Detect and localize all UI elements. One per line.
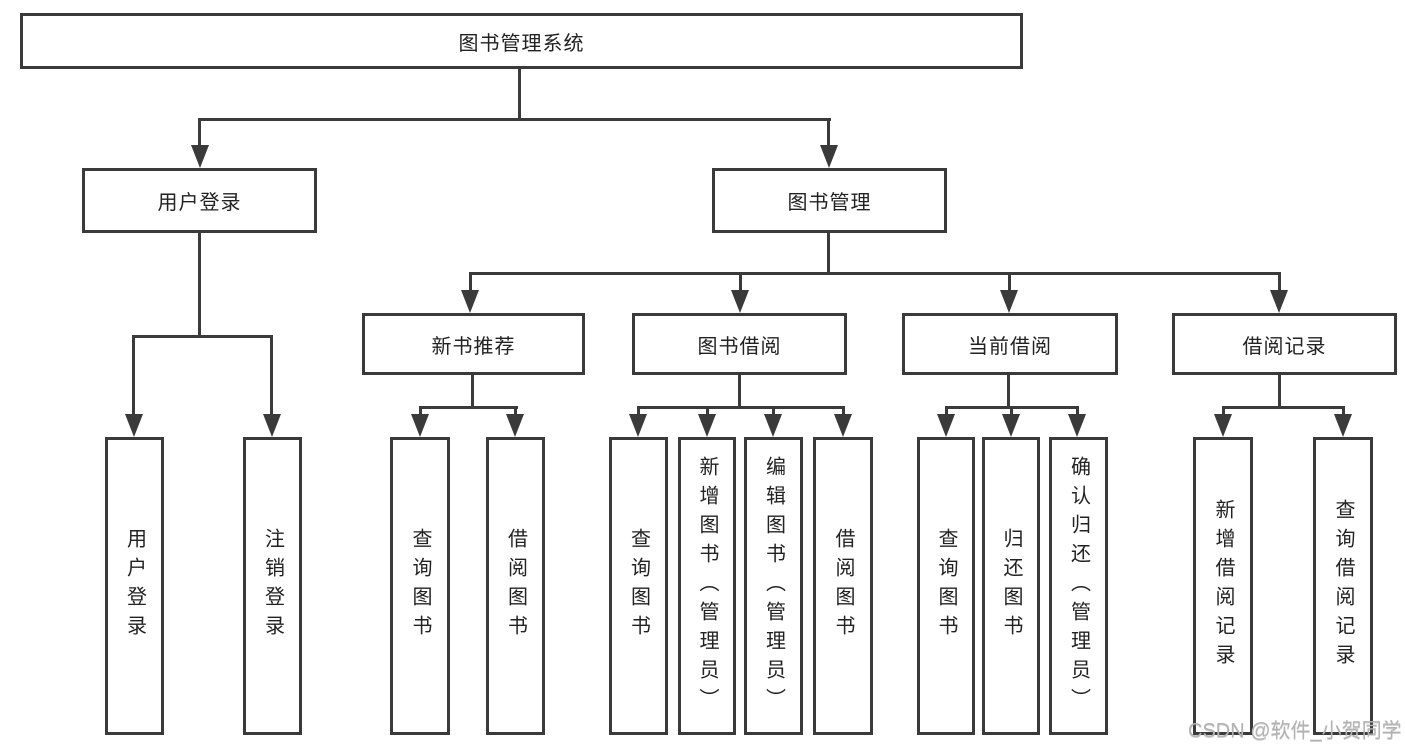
leaf-label: 查询图书 (627, 528, 650, 644)
node-label: 新书推荐 (431, 335, 516, 358)
connector-drop-new-book (469, 272, 472, 294)
leaf-borrowing-add-books-admin: 新增图书（管理员） (678, 437, 736, 735)
leaf-label: 确认归还（管理员） (1067, 455, 1090, 717)
leaf-borrowing-edit-books-admin: 编辑图书（管理员） (744, 437, 803, 735)
connector-root-stem (518, 69, 521, 121)
arrowhead-login-leaf (125, 414, 143, 437)
arrowhead-bb-edit (764, 414, 782, 437)
leaf-borrowing-borrow-books: 借阅图书 (813, 437, 873, 735)
connector-drop-borrow-record (1278, 272, 1281, 294)
connector-user-login-stem (198, 233, 201, 338)
arrowhead-br-add (1214, 414, 1232, 437)
csdn-watermark: CSDN @软件_小贺同学 (1188, 720, 1402, 742)
arrowhead-borrow-record (1270, 290, 1288, 313)
connector-drop-book-mgmt (827, 118, 830, 148)
arrowhead-bb-borrow (834, 414, 852, 437)
node-label: 当前借阅 (968, 335, 1052, 358)
leaf-current-query-books: 查询图书 (917, 437, 975, 735)
arrowhead-book-mgmt (820, 145, 838, 168)
arrowhead-bb-add (698, 414, 716, 437)
arrowhead-bb-query (629, 414, 647, 437)
arrowhead-nb-query (411, 414, 429, 437)
arrowhead-cb-query (937, 414, 955, 437)
arrowhead-br-query (1334, 414, 1352, 437)
leaf-user-login: 用户登录 (105, 437, 164, 735)
leaf-recommend-query-books: 查询图书 (390, 437, 450, 735)
connector-book-borrow-bar (637, 406, 845, 409)
connector-new-book-stem (471, 375, 474, 409)
leaf-label: 查询图书 (935, 528, 957, 644)
leaf-label: 新增图书（管理员） (696, 455, 718, 717)
leaf-label: 借阅图书 (504, 528, 527, 644)
arrowhead-cb-confirm (1068, 414, 1086, 437)
leaf-current-return-books: 归还图书 (982, 437, 1040, 735)
connector-current-borrow-stem (1007, 375, 1010, 409)
connector-book-borrow-stem (738, 375, 741, 409)
node-label: 图书借阅 (697, 335, 782, 358)
node-label: 图书管理 (787, 192, 872, 214)
connector-level1-bar (198, 118, 831, 121)
connector-drop-book-borrow (739, 272, 742, 294)
node-label: 借阅记录 (1242, 335, 1327, 358)
arrowhead-logout-leaf (263, 414, 281, 437)
arrowhead-new-book (461, 290, 479, 313)
leaf-recommend-borrow-books: 借阅图书 (486, 437, 545, 735)
connector-book-mgmt-stem (827, 233, 830, 275)
connector-drop-current-borrow (1008, 272, 1011, 294)
node-book-management: 图书管理 (712, 168, 947, 233)
node-current-borrowing: 当前借阅 (902, 313, 1118, 375)
leaf-label: 编辑图书（管理员） (762, 455, 785, 717)
node-user-login: 用户登录 (82, 168, 317, 233)
leaf-label: 用户登录 (123, 528, 146, 644)
leaf-record-query-borrow-record: 查询借阅记录 (1313, 437, 1373, 735)
arrowhead-cb-return (1002, 414, 1020, 437)
leaf-current-confirm-return-admin: 确认归还（管理员） (1049, 437, 1108, 735)
arrowhead-nb-borrow (506, 414, 524, 437)
node-label: 图书管理系统 (458, 32, 585, 55)
connector-new-book-bar (419, 406, 518, 409)
connector-borrow-record-bar (1222, 406, 1345, 409)
connector-drop-user-login (198, 118, 201, 148)
arrowhead-book-borrow (731, 290, 749, 313)
leaf-label: 查询借阅记录 (1332, 499, 1354, 673)
connector-level2-bar (469, 272, 1281, 275)
leaf-label: 借阅图书 (832, 528, 854, 644)
leaf-borrowing-query-books: 查询图书 (609, 437, 668, 735)
arrowhead-current-borrow (1000, 290, 1018, 313)
connector-borrow-record-stem (1278, 375, 1281, 409)
leaf-label: 归还图书 (1000, 528, 1022, 644)
connector-drop-logout-leaf (270, 335, 273, 417)
leaf-label: 新增借阅记录 (1212, 499, 1234, 673)
connector-user-login-bar (132, 335, 273, 338)
node-library-system: 图书管理系统 (20, 13, 1023, 69)
arrowhead-user-login (191, 145, 209, 168)
leaf-record-add-borrow-record: 新增借阅记录 (1193, 437, 1253, 735)
node-book-borrowing: 图书借阅 (632, 313, 847, 375)
node-borrowing-records: 借阅记录 (1172, 313, 1397, 375)
leaf-label: 查询图书 (409, 528, 431, 644)
connector-drop-login-leaf (132, 335, 135, 417)
leaf-logout: 注销登录 (243, 437, 302, 735)
node-label: 用户登录 (157, 192, 242, 214)
leaf-label: 注销登录 (261, 528, 284, 644)
node-new-book-recommend: 新书推荐 (362, 313, 585, 375)
